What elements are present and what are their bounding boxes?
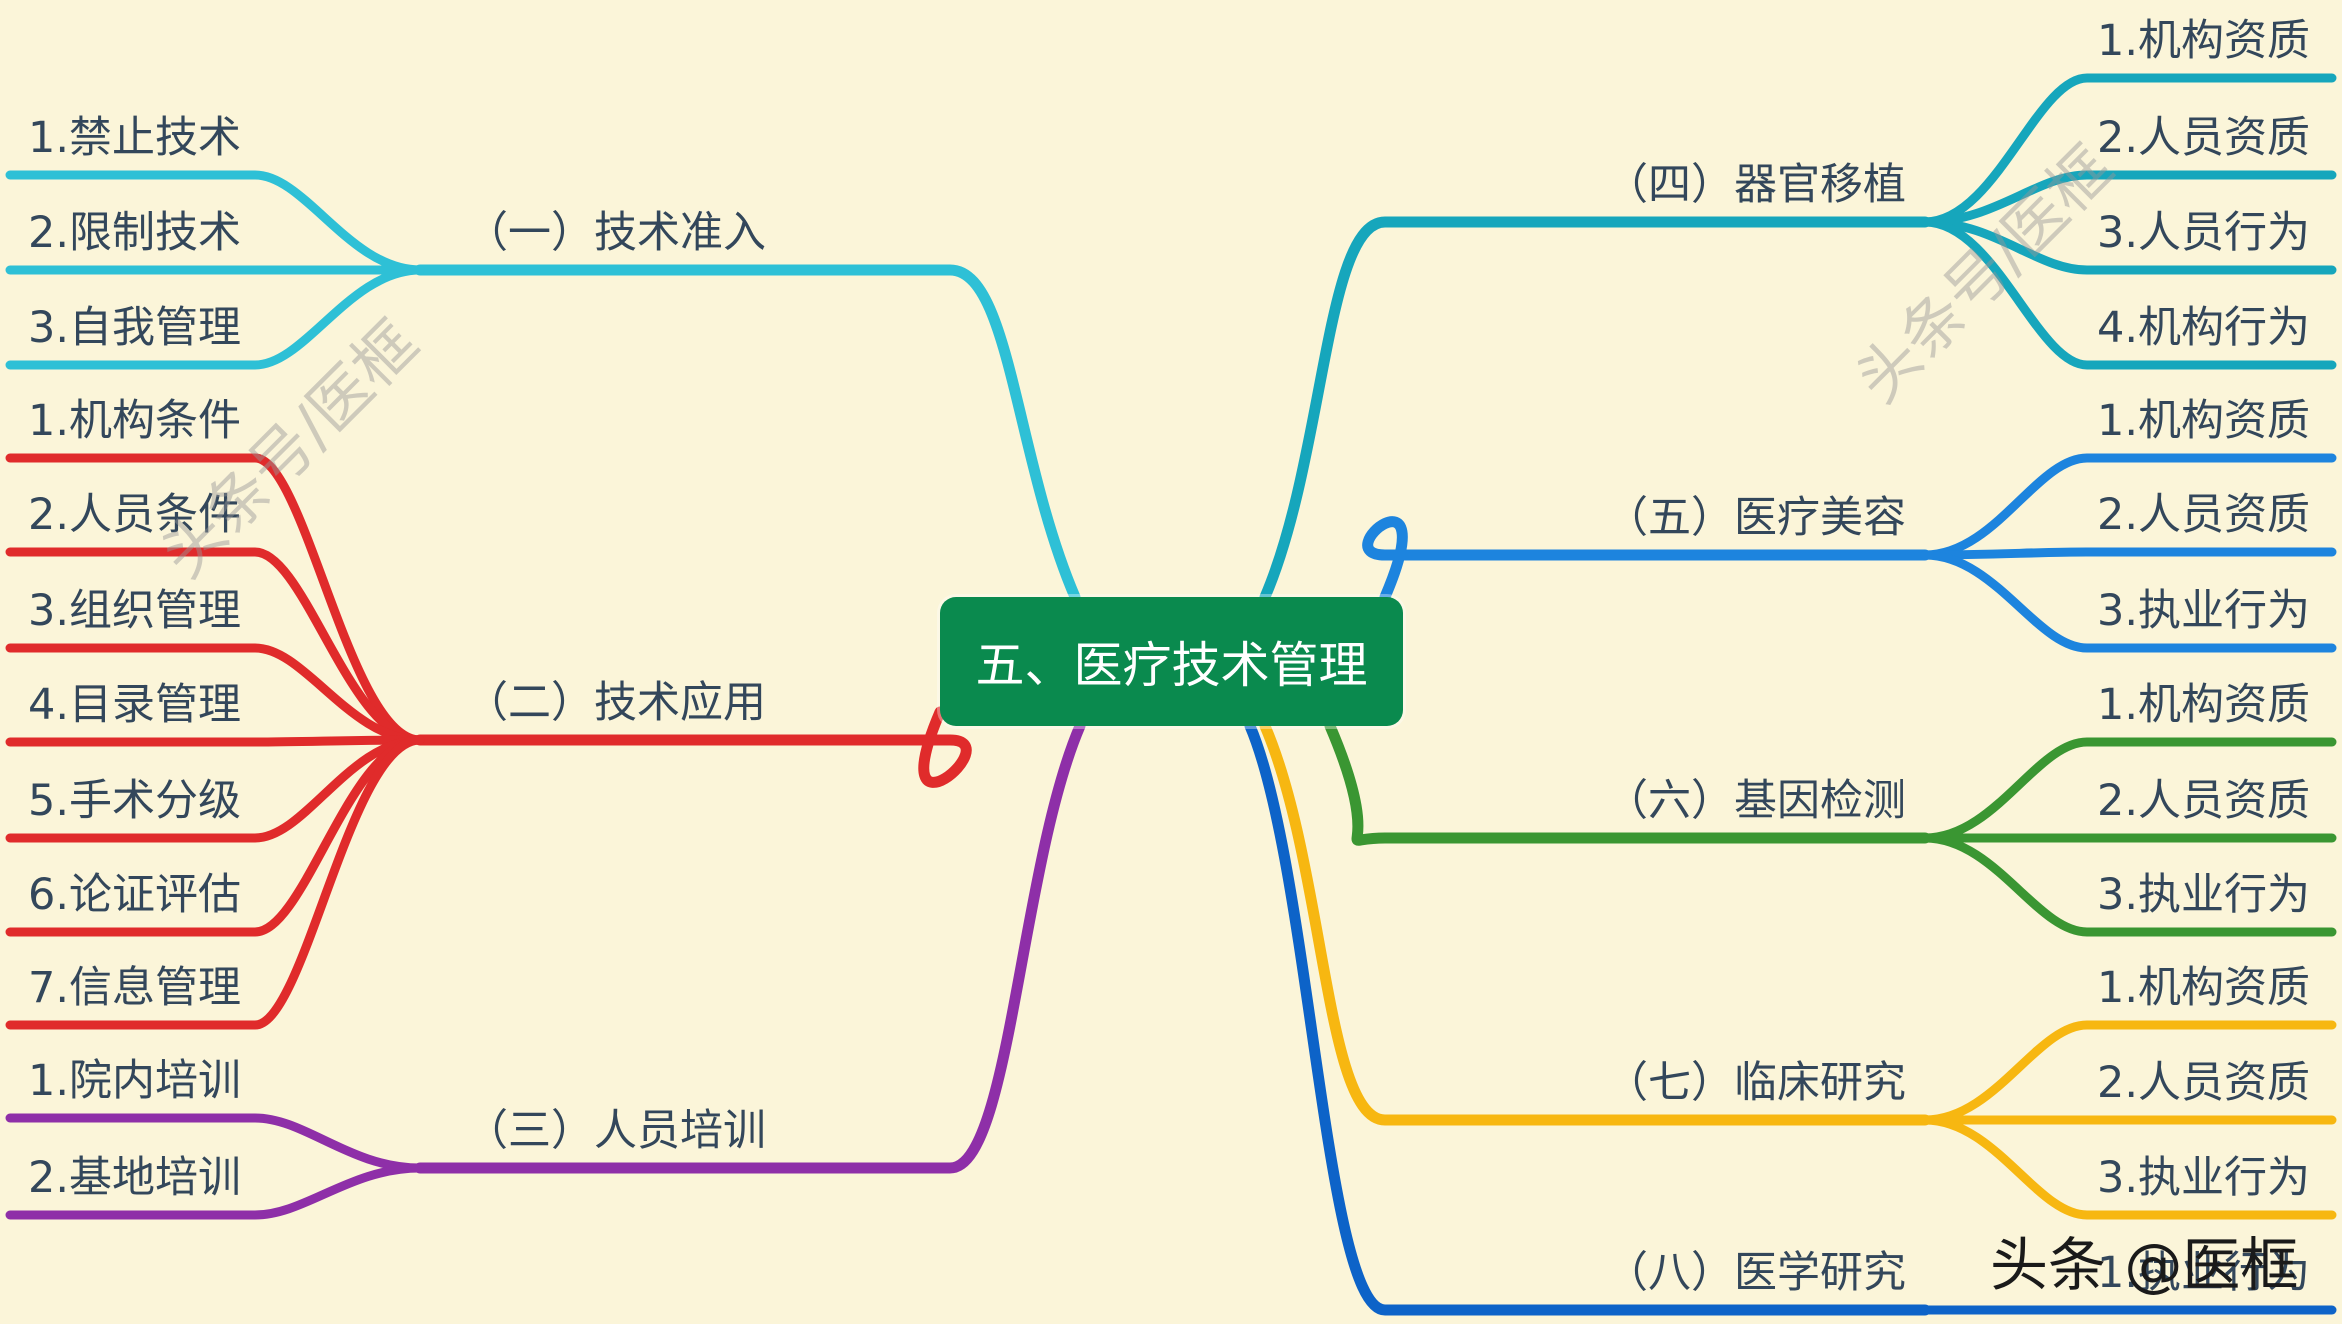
leaf-label[interactable]: 1.机构资质	[2096, 963, 2310, 1013]
leaf-label[interactable]: 2.基地培训	[28, 1153, 242, 1203]
leaf-label[interactable]: 3.执业行为	[2096, 1153, 2310, 1203]
leaf-label[interactable]: 1.院内培训	[28, 1056, 242, 1106]
leaf-label[interactable]: 1.机构资质	[2096, 396, 2310, 446]
leaf-connector	[1920, 1115, 2337, 1220]
leaf-label[interactable]: 4.机构行为	[2096, 303, 2310, 353]
leaf-label[interactable]: 3.执业行为	[2096, 870, 2310, 920]
leaf-connector	[5, 643, 425, 745]
leaf-connector	[1920, 737, 2337, 843]
branch-connector	[1259, 216, 1931, 603]
branch-label[interactable]: （四）器官移植	[1605, 160, 1906, 210]
branch-connector	[1259, 720, 1931, 1126]
leaf-label[interactable]: 2.人员资质	[2096, 113, 2310, 163]
leaf-label[interactable]: 1.机构条件	[28, 396, 242, 446]
leaf-label[interactable]: 2.人员资质	[2096, 1058, 2310, 1108]
leaf-connector	[5, 735, 425, 747]
leaf-connector	[5, 735, 425, 1030]
leaf-label[interactable]: 1.执业行为	[2096, 1248, 2310, 1298]
leaf-connector	[1920, 217, 2337, 370]
leaf-label[interactable]: 1.机构资质	[2096, 16, 2310, 66]
leaf-label[interactable]: 1.禁止技术	[28, 113, 242, 163]
branch-label[interactable]: （五）医疗美容	[1605, 493, 1906, 543]
leaf-connector	[1920, 833, 2337, 937]
leaf-connector	[5, 1163, 425, 1220]
footer-watermark: 头条 @医框	[1990, 1231, 2299, 1299]
leaf-connector	[1920, 547, 2337, 560]
leaf-connector	[1920, 453, 2337, 560]
center-node-label: 五、医疗技术管理	[975, 637, 1368, 694]
branch-connector	[1362, 516, 1931, 603]
branch-label[interactable]: （三）人员培训	[465, 1106, 766, 1156]
leaf-connector	[1920, 73, 2337, 227]
center-node[interactable]: 五、医疗技术管理	[940, 597, 1403, 726]
leaf-label[interactable]: 2.人员资质	[2096, 776, 2310, 826]
leaf-label[interactable]: 3.组织管理	[28, 586, 242, 636]
leaf-connector	[1920, 1020, 2337, 1125]
branch-label[interactable]: （七）临床研究	[1605, 1058, 1906, 1108]
leaf-label[interactable]: 4.目录管理	[28, 680, 242, 730]
branch-connector	[414, 706, 972, 788]
leaf-label[interactable]: 7.信息管理	[28, 963, 242, 1013]
leaf-connector	[5, 170, 425, 275]
leaf-label[interactable]: 6.论证评估	[28, 870, 242, 920]
leaf-connector	[1920, 550, 2337, 653]
branch-connector	[414, 720, 1086, 1174]
branch-label[interactable]: （八）医学研究	[1605, 1248, 1906, 1298]
leaf-label[interactable]: 3.自我管理	[28, 303, 242, 353]
branch-label[interactable]: （六）基因检测	[1605, 776, 1906, 826]
branch-label[interactable]: （二）技术应用	[465, 678, 766, 728]
leaf-label[interactable]: 5.手术分级	[28, 776, 242, 826]
leaf-label[interactable]: 2.人员资质	[2096, 490, 2310, 540]
branch-label[interactable]: （一）技术准入	[465, 208, 766, 258]
leaf-connector	[5, 265, 425, 370]
branch-connector	[1324, 720, 1931, 846]
leaf-label[interactable]: 3.执业行为	[2096, 586, 2310, 636]
leaf-label[interactable]: 3.人员行为	[2096, 208, 2310, 258]
leaf-label[interactable]: 1.机构资质	[2096, 680, 2310, 730]
leaf-label[interactable]: 2.人员条件	[28, 490, 242, 540]
leaf-connector	[5, 547, 425, 745]
branch-connector	[414, 264, 1081, 603]
leaf-label[interactable]: 2.限制技术	[28, 208, 242, 258]
leaf-connector	[5, 1113, 425, 1173]
branch-connector	[1244, 720, 1931, 1316]
